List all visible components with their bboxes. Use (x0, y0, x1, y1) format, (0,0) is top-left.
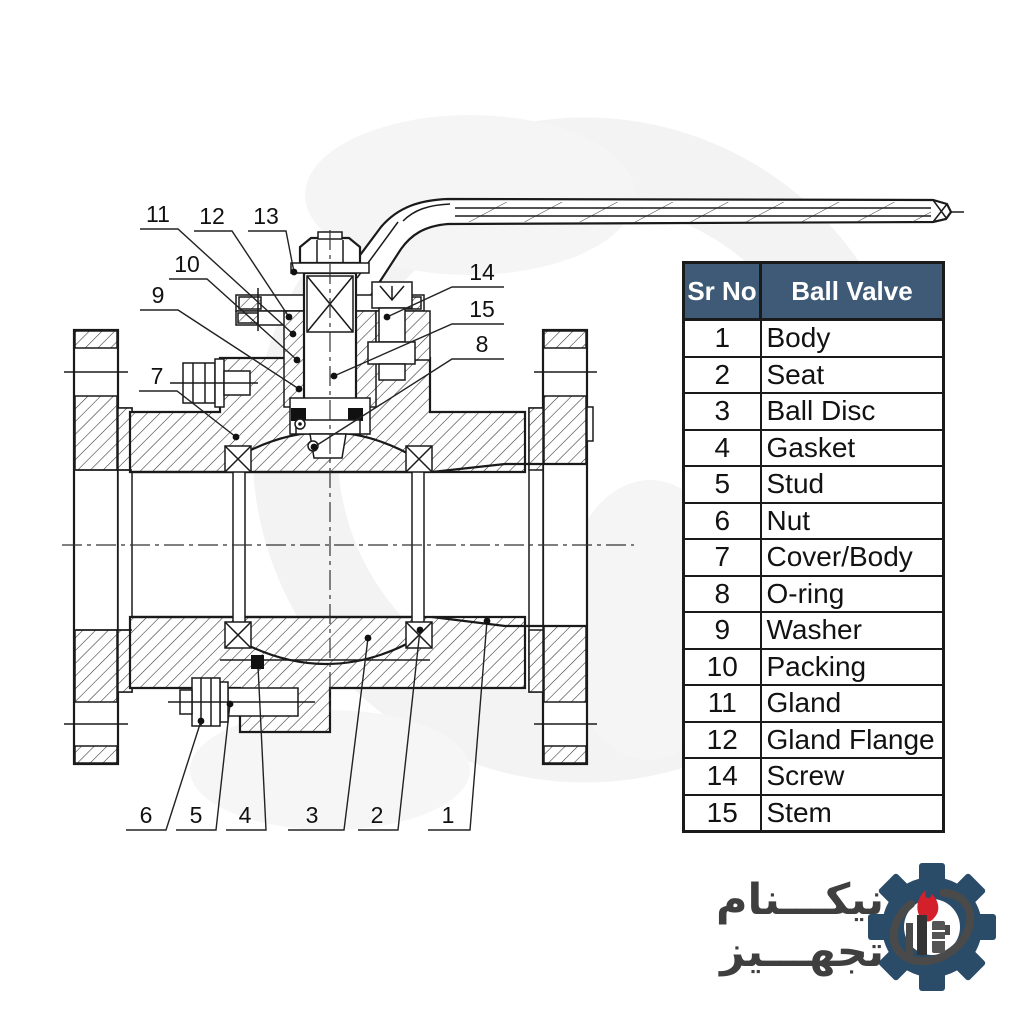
callout-15: 15 (330, 296, 504, 380)
right-flange (528, 328, 597, 766)
callout-label: 7 (151, 363, 164, 389)
part-name-cell: Gland (759, 684, 945, 723)
part-number-cell: 4 (682, 428, 762, 467)
callout-label: 12 (199, 203, 225, 229)
part-name-cell: Gasket (759, 428, 945, 467)
screw (367, 281, 416, 381)
callout-12: 12 (194, 203, 293, 321)
part-number-cell: 5 (682, 465, 762, 504)
callout-label: 13 (253, 203, 279, 229)
callout-5: 5 (176, 700, 234, 831)
seats (224, 445, 433, 649)
table-header-row: Sr No Ball Valve (682, 261, 945, 321)
flame-icon (917, 890, 939, 922)
refinery-icon (906, 915, 950, 955)
column-header-ball-valve: Ball Valve (759, 261, 945, 321)
swoosh-icon (889, 888, 975, 966)
part-name-cell: Cover/Body (759, 538, 945, 577)
callout-label: 11 (146, 201, 170, 227)
callout-label: 2 (371, 802, 384, 828)
valve-handle (338, 197, 964, 305)
part-name-cell: Stud (759, 465, 945, 504)
part-number-cell: 2 (682, 355, 762, 394)
o-ring (291, 408, 306, 421)
callout-3: 3 (288, 634, 372, 831)
callout-label: 14 (469, 259, 495, 285)
part-number-cell: 11 (682, 684, 762, 723)
part-name-cell: Nut (759, 501, 945, 540)
seat-box (224, 445, 252, 473)
part-name-cell: Ball Disc (759, 392, 945, 431)
part-name-cell: Packing (759, 647, 945, 686)
callout-label: 10 (174, 251, 200, 277)
flow-bore (76, 462, 586, 631)
part-name-cell: Seat (759, 355, 945, 394)
column-header-sr-no: Sr No (682, 261, 762, 321)
callouts: 11 12 13 10 9 7 14 15 (126, 201, 504, 831)
callout-9: 9 (140, 282, 303, 393)
part-number-cell: 12 (682, 720, 762, 759)
callout-11: 11 (140, 201, 297, 338)
part-number-cell: 15 (682, 793, 762, 833)
callout-label: 9 (152, 282, 165, 308)
part-name-cell: Body (759, 318, 945, 358)
callout-14: 14 (383, 259, 504, 321)
part-number-cell: 7 (682, 538, 762, 577)
callout-1: 1 (428, 617, 491, 831)
seat-box (224, 621, 252, 649)
callout-label: 3 (306, 802, 319, 828)
part-number-cell: 8 (682, 574, 762, 613)
callout-label: 8 (476, 331, 489, 357)
part-number-cell: 3 (682, 392, 762, 431)
part-name-cell: Washer (759, 611, 945, 650)
callout-label: 5 (190, 802, 203, 828)
seat-box (405, 445, 433, 473)
logo-text-line2: تجهـــيز (718, 927, 884, 977)
part-number-cell: 1 (682, 318, 762, 358)
callout-4: 4 (226, 662, 267, 831)
callout-8: 8 (310, 331, 504, 451)
part-number-cell: 14 (682, 757, 762, 796)
o-ring (348, 408, 363, 421)
part-name-cell: Stem (759, 793, 945, 833)
part-name-cell: O-ring (759, 574, 945, 613)
callout-label: 4 (239, 802, 252, 828)
callout-6: 6 (126, 717, 205, 831)
callout-label: 15 (469, 296, 495, 322)
company-logo: نيكـــنام تجهـــيز (716, 863, 996, 991)
callout-2: 2 (358, 626, 424, 831)
callout-10: 10 (169, 251, 301, 364)
logo-text-line1: نيكـــنام (716, 875, 884, 925)
part-number-cell: 9 (682, 611, 762, 650)
callout-label: 6 (140, 802, 153, 828)
part-number-cell: 10 (682, 647, 762, 686)
left-flange (64, 328, 133, 766)
part-name-cell: Gland Flange (759, 720, 945, 759)
cover-bolt (170, 358, 258, 408)
part-name-cell: Screw (759, 757, 945, 796)
callout-7: 7 (139, 363, 240, 441)
callout-label: 1 (442, 802, 455, 828)
callout-13: 13 (248, 203, 298, 276)
part-number-cell: 6 (682, 501, 762, 540)
